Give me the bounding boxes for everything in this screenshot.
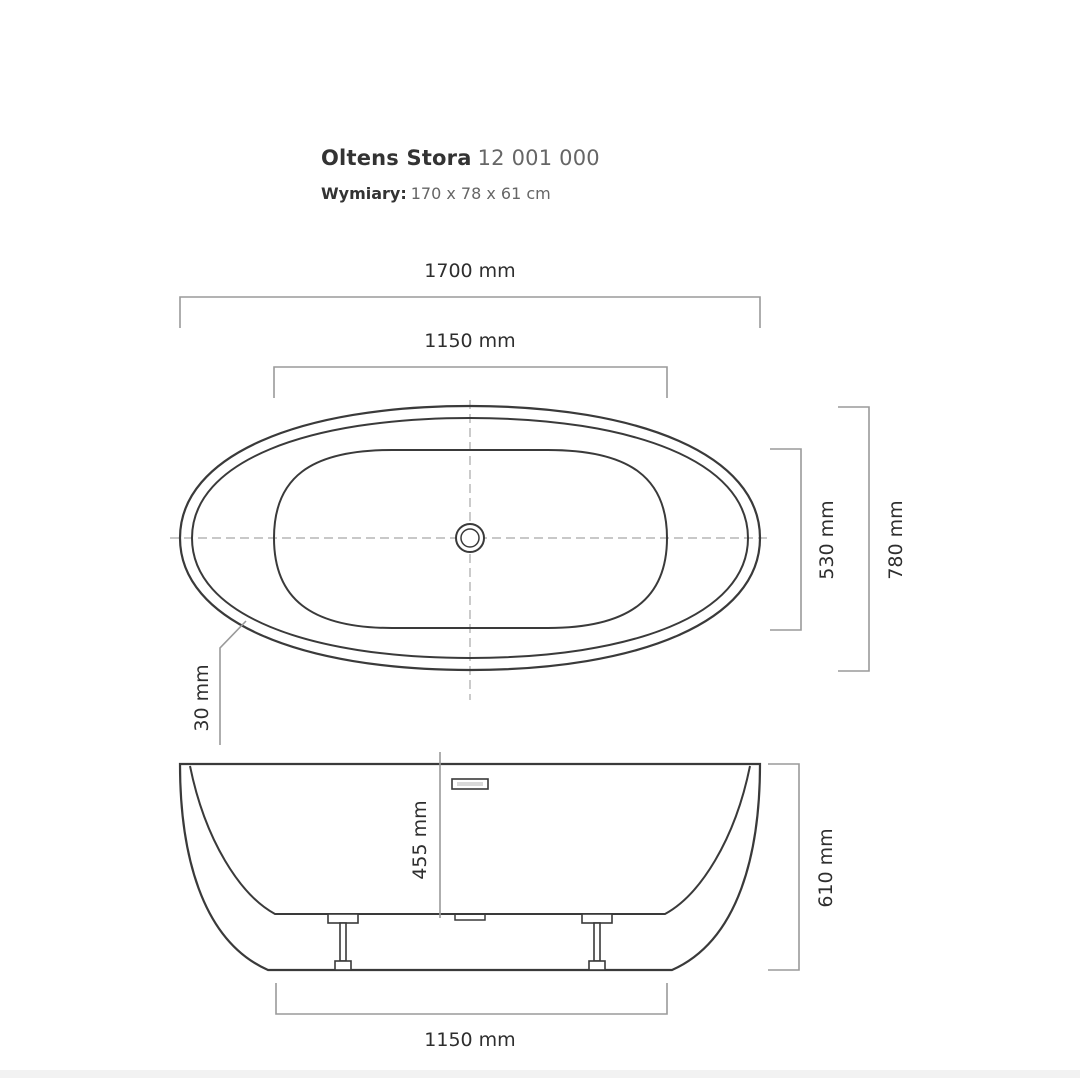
dimension-overall-height bbox=[768, 763, 800, 971]
label-inner-length: 1150 mm bbox=[424, 330, 515, 352]
page-edge bbox=[0, 1070, 1080, 1078]
tub-inner-rim bbox=[190, 416, 750, 660]
drain-icon bbox=[455, 523, 485, 553]
label-rim-thickness: 30 mm bbox=[191, 664, 213, 731]
dimensions-label: Wymiary: bbox=[321, 184, 407, 203]
overflow-icon bbox=[451, 778, 489, 790]
dimensions-value: 170 x 78 x 61 cm bbox=[410, 184, 551, 203]
dimensions-summary: Wymiary:170 x 78 x 61 cm bbox=[321, 184, 600, 203]
label-overall-height: 610 mm bbox=[815, 828, 837, 907]
label-feet-spacing: 1150 mm bbox=[424, 1029, 515, 1051]
top-view: 1700 mm 1150 mm bbox=[170, 260, 907, 745]
foot-right-icon bbox=[581, 913, 613, 971]
dimension-inner-length bbox=[273, 366, 668, 398]
label-inner-depth: 455 mm bbox=[409, 800, 431, 879]
tub-outer-rim bbox=[178, 404, 762, 672]
product-name: Oltens Stora bbox=[321, 146, 472, 170]
tub-basin bbox=[272, 449, 669, 629]
label-overall-length: 1700 mm bbox=[424, 260, 515, 282]
leader-rim-thickness bbox=[219, 620, 247, 745]
label-overall-width: 780 mm bbox=[885, 500, 907, 579]
foot-left-icon bbox=[327, 913, 359, 971]
label-inner-width: 530 mm bbox=[816, 500, 838, 579]
dimension-overall-length bbox=[179, 296, 761, 328]
drain-outlet-icon bbox=[454, 913, 486, 921]
dimension-inner-width bbox=[770, 448, 802, 631]
tub-shell-outer bbox=[178, 762, 762, 972]
dimension-overall-width bbox=[838, 406, 870, 672]
side-view: 455 mm 610 mm 1150 mm bbox=[178, 752, 837, 1051]
dimension-feet-spacing bbox=[275, 983, 668, 1015]
product-code: 12 001 000 bbox=[477, 146, 600, 170]
